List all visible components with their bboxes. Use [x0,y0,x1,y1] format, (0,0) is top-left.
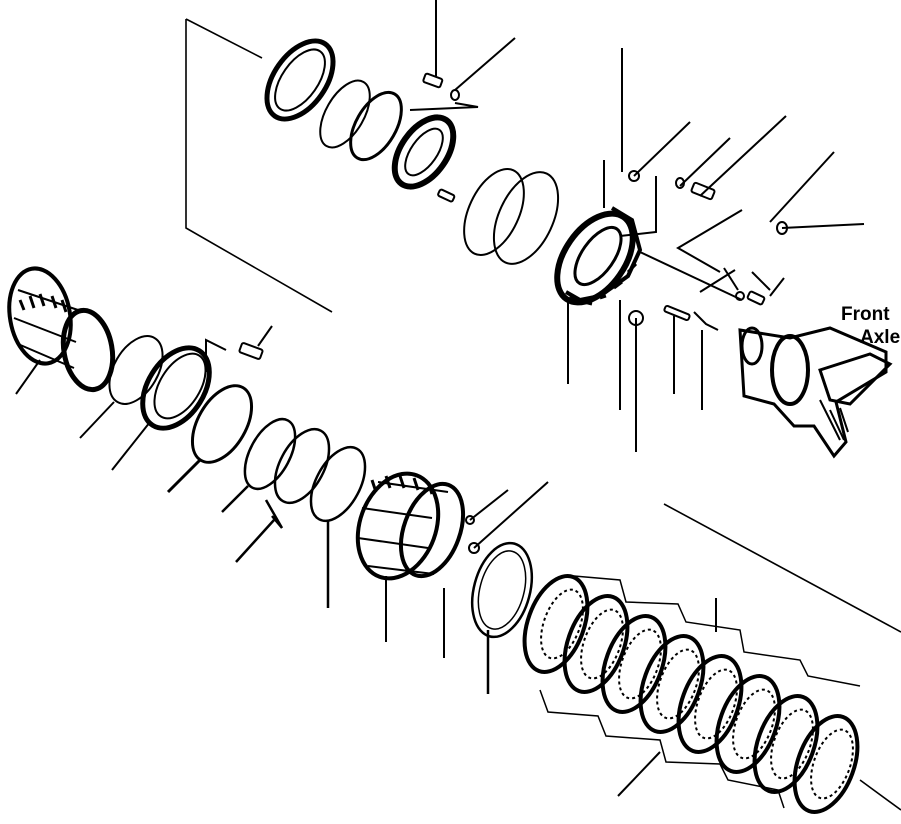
snap-rings [222,411,376,608]
axle-label: Axle [860,327,901,348]
lower-bracket-line [664,504,901,810]
bolt-flange-ring [383,107,465,197]
left-thin-ring [80,327,174,438]
mid-screws [466,482,548,553]
top-bolts [410,0,515,202]
front-label: Front [841,304,890,325]
left-o-ring [168,376,264,492]
front-axle-assembly [740,328,890,456]
small-parts-cluster [568,252,784,452]
left-retainer-ring [112,336,223,470]
clutch-drum [344,462,475,658]
clutch-pack [513,567,870,820]
upper-bracket-lines [186,19,332,312]
thrust-washer [463,536,542,694]
large-o-rings [452,160,571,274]
planetary-carrier [542,200,649,316]
upper-seal-ring [253,29,346,131]
right-bolts [604,48,864,272]
center-left-bolt [206,326,272,372]
left-drum-housing [2,264,118,394]
upper-o-rings [310,72,412,168]
